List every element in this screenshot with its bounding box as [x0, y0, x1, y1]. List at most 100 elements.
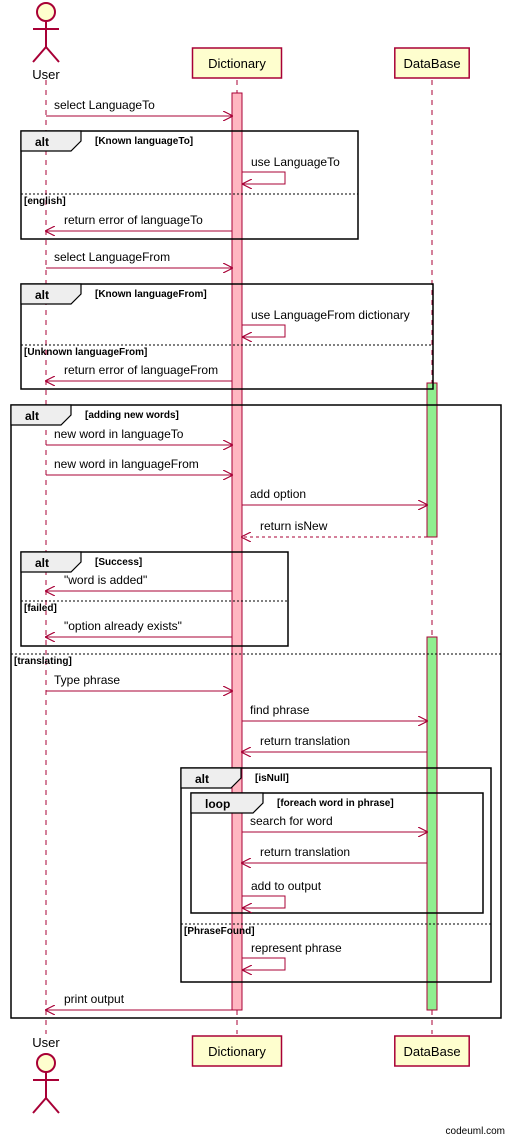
fragment-else-guard: [translating]	[14, 656, 72, 667]
fragment-frame	[20, 130, 359, 240]
message-arrow-6: new word in languageTo	[46, 427, 232, 445]
message-label: select LanguageFrom	[54, 250, 170, 264]
message-label: new word in languageFrom	[54, 457, 199, 471]
participant-dict-head: Dictionary	[191, 47, 283, 79]
fragment-frame	[20, 551, 289, 647]
message-label: add to output	[251, 879, 322, 893]
message-label: represent phrase	[251, 941, 342, 955]
message-arrow-11: "option already exists"	[46, 619, 232, 637]
participant-label: User	[32, 1035, 60, 1050]
participant-box	[394, 47, 470, 79]
message-label: use LanguageTo	[251, 155, 340, 169]
fragment-guard: [Success]	[95, 557, 142, 568]
fragment-keyword: alt	[195, 772, 209, 786]
fragment-keyword: loop	[205, 797, 230, 811]
fragment-else-guard: [Unknown languageFrom]	[24, 347, 147, 358]
message-self-loop	[242, 324, 286, 337]
fragment-else-guard: [PhraseFound]	[184, 926, 255, 937]
participant-label: Dictionary	[208, 1044, 266, 1059]
message-label: print output	[64, 992, 125, 1006]
message-arrow-14: return translation	[242, 734, 427, 752]
participant-label: User	[32, 67, 60, 82]
message-label: "option already exists"	[64, 619, 182, 633]
message-arrow-12: Type phrase	[46, 673, 232, 691]
message-label: return error of languageFrom	[64, 363, 218, 377]
actor-head	[36, 1053, 56, 1073]
message-arrow-5: return error of languageFrom	[46, 363, 232, 381]
message-label: return translation	[260, 734, 350, 748]
fragment-tab	[10, 404, 72, 426]
message-arrow-13: find phrase	[242, 703, 427, 721]
message-arrow-8: add option	[242, 487, 427, 505]
participant-box	[191, 1035, 283, 1067]
message-label: select LanguageTo	[54, 98, 155, 112]
message-arrow-0: select LanguageTo	[46, 98, 232, 116]
participant-db-head: DataBase	[394, 47, 470, 79]
participant-box	[191, 47, 283, 79]
fragment-alt-4: alt [isNull] [PhraseFound]	[180, 767, 492, 983]
participant-user-head: User	[32, 2, 60, 82]
actor-legs	[32, 1096, 60, 1114]
message-label: use LanguageFrom dictionary	[251, 308, 410, 322]
fragment-guard: [adding new words]	[85, 410, 179, 421]
fragment-guard: [foreach word in phrase]	[277, 798, 394, 809]
message-arrow-15: search for word	[242, 814, 427, 832]
fragment-alt-2: alt [adding new words] [translating]	[10, 404, 502, 1019]
message-arrow-10: "word is added"	[46, 573, 232, 591]
fragment-keyword: alt	[35, 135, 49, 149]
message-arrow-19: print output	[46, 992, 232, 1010]
participant-label: Dictionary	[208, 56, 266, 71]
participant-label: DataBase	[403, 1044, 460, 1059]
participant-box	[394, 1035, 470, 1067]
participant-db-foot: DataBase	[394, 1035, 470, 1067]
message-label: add option	[250, 487, 306, 501]
fragment-keyword: alt	[35, 556, 49, 570]
fragment-frame	[10, 404, 502, 1019]
fragment-tab	[190, 792, 264, 814]
footer-credit: codeuml.com	[445, 1126, 505, 1137]
fragment-tab	[20, 283, 82, 305]
message-label: return isNew	[260, 519, 328, 533]
activation-database	[426, 382, 438, 538]
message-arrow-16: return translation	[242, 845, 427, 863]
message-self-loop	[242, 895, 286, 908]
fragment-else-guard: [failed]	[24, 603, 57, 614]
fragment-guard: [isNull]	[255, 773, 289, 784]
fragment-guard: [Known languageTo]	[95, 136, 193, 147]
fragment-keyword: alt	[25, 409, 39, 423]
fragment-tab	[20, 551, 82, 573]
fragment-keyword: alt	[35, 288, 49, 302]
message-arrow-3: select LanguageFrom	[46, 250, 232, 268]
fragment-frame	[190, 792, 484, 914]
message-self-loop	[242, 171, 286, 184]
message-arrow-2: return error of languageTo	[46, 213, 232, 231]
fragment-guard: [Known languageFrom]	[95, 289, 207, 300]
message-arrow-1: use LanguageTo	[242, 155, 340, 184]
fragment-loop-5: loop [foreach word in phrase]	[190, 792, 484, 914]
message-arrow-17: add to output	[242, 879, 322, 908]
fragment-frame	[180, 767, 492, 983]
message-label: "word is added"	[64, 573, 147, 587]
fragment-else-guard: [english]	[24, 196, 66, 207]
participant-user-foot: User	[32, 1035, 60, 1114]
fragment-tab	[20, 130, 82, 152]
message-arrow-7: new word in languageFrom	[46, 457, 232, 475]
fragment-frame	[20, 283, 434, 390]
message-arrow-4: use LanguageFrom dictionary	[242, 308, 410, 337]
message-label: find phrase	[250, 703, 310, 717]
activation-database	[426, 636, 438, 1011]
fragment-alt-1: alt [Known languageFrom] [Unknown language…	[20, 283, 434, 390]
participant-dict-foot: Dictionary	[191, 1035, 283, 1067]
message-self-loop	[242, 957, 286, 970]
message-label: return translation	[260, 845, 350, 859]
message-label: new word in languageTo	[54, 427, 184, 441]
message-label: return error of languageTo	[64, 213, 203, 227]
actor-legs	[32, 45, 60, 63]
message-label: search for word	[250, 814, 333, 828]
message-arrow-18: represent phrase	[242, 941, 342, 970]
actor-head	[36, 2, 56, 22]
fragment-tab	[180, 767, 242, 789]
message-label: Type phrase	[54, 673, 120, 687]
message-arrow-9: return isNew	[242, 519, 427, 537]
